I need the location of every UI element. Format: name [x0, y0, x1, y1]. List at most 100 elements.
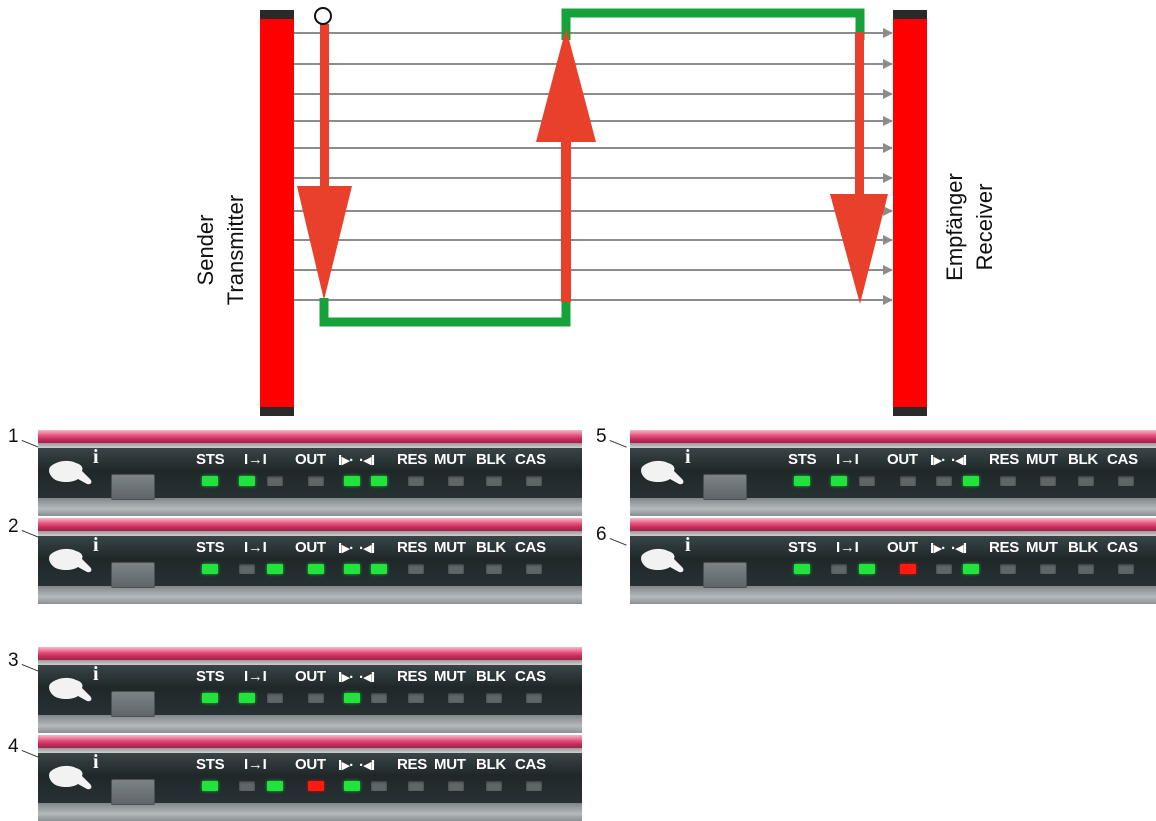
- status-led: [448, 476, 464, 486]
- status-led: [371, 476, 387, 486]
- start-circle-icon: [314, 7, 332, 25]
- status-led: [794, 476, 810, 486]
- housing-gap: [38, 443, 582, 448]
- status-led: [267, 781, 283, 791]
- led-label: MUT: [1026, 539, 1058, 556]
- led-label: I→I: [244, 539, 267, 556]
- housing-bottom: [630, 498, 1156, 516]
- hand-pointer-icon: [641, 460, 684, 485]
- led-label: ·◂I: [359, 540, 375, 557]
- led-label: CAS: [515, 668, 546, 685]
- status-led: [486, 693, 502, 703]
- panel-leader-line: [21, 530, 39, 538]
- panel-leader-line: [21, 664, 39, 672]
- status-led: [900, 564, 916, 574]
- led-label: I→I: [244, 451, 267, 468]
- status-led: [239, 781, 255, 791]
- status-led: [526, 781, 542, 791]
- led-label: I▸·: [930, 452, 946, 469]
- light-beams: [294, 28, 893, 305]
- housing-bottom: [630, 586, 1156, 604]
- led-label: BLK: [476, 756, 506, 773]
- status-led: [308, 781, 324, 791]
- status-led: [1118, 476, 1134, 486]
- status-led: [371, 781, 387, 791]
- led-label: ·◂I: [951, 452, 967, 469]
- arrow-up-center: [536, 28, 596, 302]
- green-path-top: [561, 8, 865, 40]
- housing-gap: [38, 531, 582, 536]
- hand-pointer-icon: [49, 548, 92, 573]
- led-label: I→I: [836, 539, 859, 556]
- led-label: OUT: [887, 539, 918, 556]
- info-icon: i: [93, 446, 99, 468]
- status-led: [1000, 476, 1016, 486]
- status-led: [344, 564, 360, 574]
- housing-bottom: [38, 715, 582, 733]
- panel-button[interactable]: [111, 474, 155, 500]
- led-label: STS: [788, 451, 817, 468]
- status-led: [408, 693, 424, 703]
- panel-leader-line: [21, 750, 39, 758]
- led-label: RES: [397, 451, 427, 468]
- status-led: [267, 693, 283, 703]
- status-led: [1040, 476, 1056, 486]
- panel-button[interactable]: [111, 691, 155, 717]
- housing-red: [38, 518, 582, 531]
- status-led: [371, 564, 387, 574]
- status-led: [486, 781, 502, 791]
- led-label: CAS: [515, 451, 546, 468]
- panel-leader-line: [609, 538, 627, 546]
- panel-button[interactable]: [703, 562, 747, 588]
- panel-button[interactable]: [703, 474, 747, 500]
- led-label: STS: [196, 756, 225, 773]
- panel-button[interactable]: [111, 562, 155, 588]
- led-label: STS: [196, 451, 225, 468]
- led-label: CAS: [1107, 539, 1138, 556]
- led-label: STS: [196, 539, 225, 556]
- transmitter-label: Transmitter: [223, 195, 248, 305]
- status-led: [1078, 564, 1094, 574]
- housing-bottom: [38, 498, 582, 516]
- led-label: ·◂I: [359, 669, 375, 686]
- status-led: [526, 476, 542, 486]
- led-label: MUT: [1026, 451, 1058, 468]
- panel-button[interactable]: [111, 779, 155, 805]
- housing-red: [38, 647, 582, 660]
- led-label: OUT: [887, 451, 918, 468]
- led-label: RES: [397, 539, 427, 556]
- panel-number: 4: [8, 736, 19, 757]
- led-label: MUT: [434, 756, 466, 773]
- led-label: OUT: [295, 451, 326, 468]
- receiver-label: Receiver: [972, 184, 997, 271]
- status-led: [486, 564, 502, 574]
- led-label: RES: [989, 451, 1019, 468]
- panel-leader-line: [21, 440, 39, 448]
- transmitter-bar: [260, 10, 294, 416]
- housing-red: [38, 735, 582, 748]
- status-led: [963, 476, 979, 486]
- housing-red: [630, 518, 1156, 531]
- status-led: [344, 476, 360, 486]
- status-led: [267, 564, 283, 574]
- led-label: CAS: [515, 539, 546, 556]
- green-path: [319, 8, 865, 327]
- led-label: BLK: [476, 668, 506, 685]
- status-led: [202, 476, 218, 486]
- led-label: OUT: [295, 668, 326, 685]
- led-label: I→I: [836, 451, 859, 468]
- status-led: [408, 476, 424, 486]
- status-led: [344, 693, 360, 703]
- housing-bottom: [38, 803, 582, 821]
- led-label: I→I: [244, 756, 267, 773]
- led-label: BLK: [476, 451, 506, 468]
- panel-number: 5: [596, 426, 607, 447]
- status-led: [239, 564, 255, 574]
- led-label: I▸·: [338, 540, 354, 557]
- housing-red: [630, 430, 1156, 443]
